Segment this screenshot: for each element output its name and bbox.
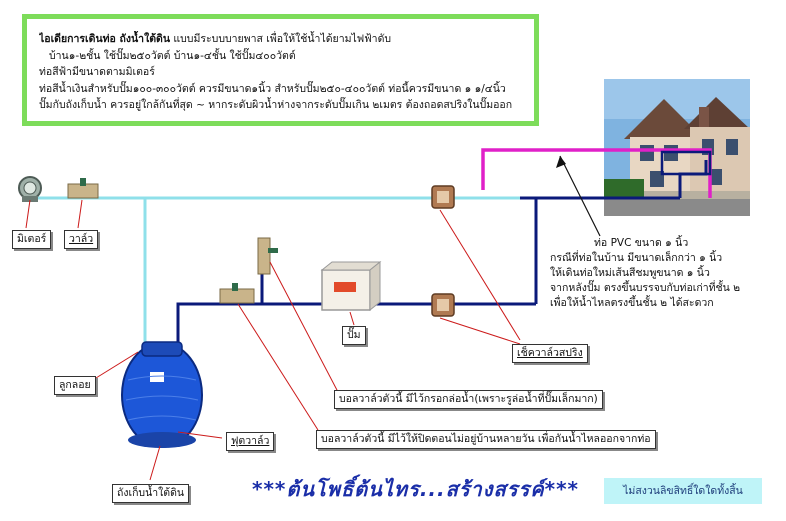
ball-valve-shutoff-label: บอลวาล์วตัวนี้ มีไว้ให้ปิดตอนไม่อยู่บ้าน… [316, 430, 656, 449]
tank-label: ถังเก็บน้ำใต้ดิน [112, 484, 190, 503]
valve-label: วาล์ว [64, 230, 99, 249]
house-pipe-loop [660, 150, 712, 176]
dark-blue-pipe-bypass [176, 302, 536, 330]
pvc-note: ท่อ PVC ขนาด ๑ นิ้ว กรณีที่ท่อในบ้าน มีข… [550, 236, 740, 311]
info-line-5: ปั๊มกับถังเก็บน้ำ ควรอยู่ใกล้กันที่สุด ~… [39, 99, 513, 111]
pvc-note-line-5: เพื่อให้น้ำไหลตรงขึ้นชั้น ๒ ได้สะดวก [550, 297, 714, 309]
pvc-note-line-4: จากหลังปั๊ม ตรงขึ้นบรรจบกับท่อเก่าที่ชั้… [550, 282, 741, 294]
check-valve-top-icon [431, 185, 455, 209]
leader-lines [25, 199, 521, 481]
pump-icon [320, 260, 382, 312]
foot-valve-label: ฟุตวาล์ว [226, 432, 275, 451]
meter-icon [18, 176, 42, 202]
ball-valve-shutoff-icon [219, 283, 255, 304]
copyright-note: ไม่สงวนลิขสิทธิ์ใดใดทั้งสิ้น [604, 478, 762, 504]
slogan: ***ต้นโพธิ์ต้นไทร...สร้างสรรค์*** [252, 477, 579, 501]
pvc-note-line-2: กรณีที่ท่อในบ้าน มีขนาดเล็กกว่า ๑ นิ้ว [550, 252, 723, 264]
info-line-2: บ้าน๑-๒ชั้น ใช้ปั๊ม๒๕๐วัตต์ บ้าน๑-๔ชั้น … [49, 49, 296, 62]
info-line-4: ท่อสีน้ำเงินสำหรับปั๊ม๑๐๐-๓๐๐วัตต์ ควรมี… [39, 82, 506, 95]
check-valve-bottom-icon [431, 293, 455, 317]
check-valve-label: เช็ควาล์วสปริง [512, 344, 588, 363]
underground-tank-icon [121, 341, 203, 448]
ball-valve-prime-icon [257, 237, 278, 275]
pvc-note-arrowhead [556, 156, 566, 168]
meter-label: มิเตอร์ [12, 230, 52, 249]
gate-valve-icon [67, 178, 99, 199]
ball-valve-prime-label: บอลวาล์วตัวนี้ มีไว้กรอกล่อน้ำ(เพราะรูล่… [334, 390, 603, 409]
pvc-note-arrow [559, 155, 601, 237]
info-box: ไอเดียการเดินท่อ ถังน้ำใต้ดิน แบบมีระบบบ… [22, 14, 539, 126]
dark-blue-pipe-house-riser [678, 160, 708, 198]
pvc-note-line-3: ให้เดินท่อใหม่เส้นสีชมพูขนาด ๑ นิ้ว [550, 267, 710, 279]
pvc-note-line-1: ท่อ PVC ขนาด ๑ นิ้ว [594, 237, 689, 249]
house-picture [604, 79, 750, 216]
float-label: ลูกลอย [54, 376, 96, 395]
info-title: ไอเดียการเดินท่อ ถังน้ำใต้ดิน แบบมีระบบบ… [39, 33, 392, 45]
pump-label: ปั๊ม [342, 326, 366, 345]
info-line-3: ท่อสีฟ้ามีขนาดตามมิเตอร์ [39, 66, 155, 78]
